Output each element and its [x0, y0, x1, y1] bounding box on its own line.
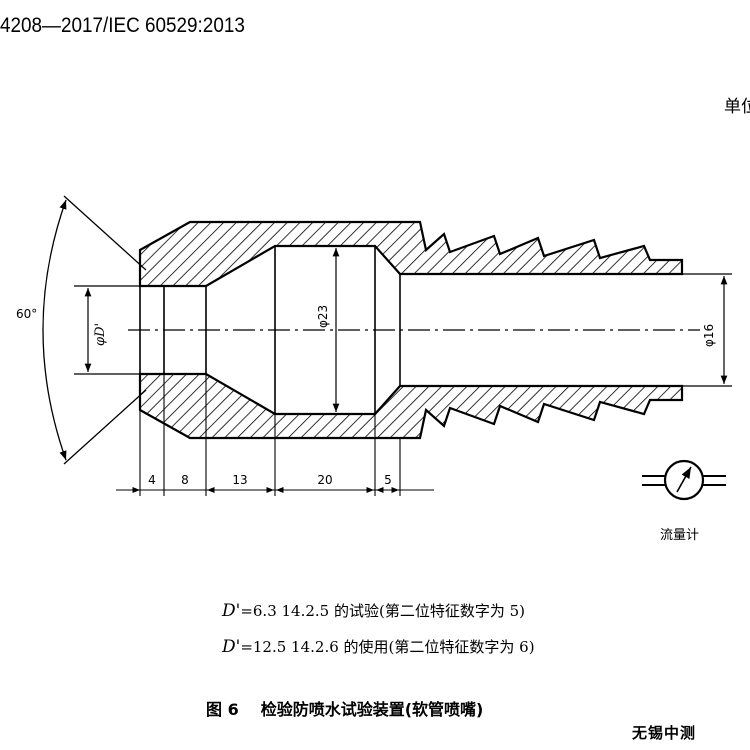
mid-diameter-label: φ23 — [316, 305, 330, 328]
dim-13: 13 — [232, 473, 247, 487]
dim-8: 8 — [181, 473, 189, 487]
angle-label: 60° — [16, 307, 37, 321]
figure-number: 图 6 — [206, 700, 239, 719]
note-text: =12.5 14.2.6 的使用(第二位特征数字为 6) — [240, 638, 535, 656]
flowmeter-label: 流量计 — [660, 528, 700, 543]
watermark: 无锡中测 — [632, 724, 697, 742]
note-text: =6.3 14.2.5 的试验(第二位特征数字为 5) — [240, 602, 525, 620]
figure-title: 检验防喷水试验装置(软管喷嘴) — [260, 700, 484, 719]
dim-20: 20 — [317, 473, 332, 487]
dim-5: 5 — [384, 473, 392, 487]
flowmeter-symbol — [642, 459, 726, 501]
outlet-diameter-dimension — [682, 273, 732, 387]
bore-diameter-dimension — [74, 285, 140, 375]
outlet-diameter-label: φ16 — [702, 324, 716, 347]
unit-label: 单位 — [724, 97, 750, 117]
note-line-1: D'=6.3 14.2.5 的试验(第二位特征数字为 5) — [222, 600, 525, 621]
figure-caption: 图 6 检验防喷水试验装置(软管喷嘴) — [206, 696, 483, 720]
note-variable: D' — [222, 601, 241, 621]
lower-wall-section — [138, 372, 684, 440]
upper-wall-section — [138, 220, 684, 288]
bore-diameter-label: φD' — [93, 323, 108, 346]
note-line-2: D'=12.5 14.2.6 的使用(第二位特征数字为 6) — [222, 636, 535, 657]
dim-4: 4 — [148, 473, 156, 487]
cone-angle-annotation — [42, 195, 147, 465]
length-dimension-lines — [116, 374, 434, 496]
standard-header: 4208—2017/IEC 60529:2013 — [0, 14, 245, 37]
note-variable: D' — [222, 637, 241, 657]
